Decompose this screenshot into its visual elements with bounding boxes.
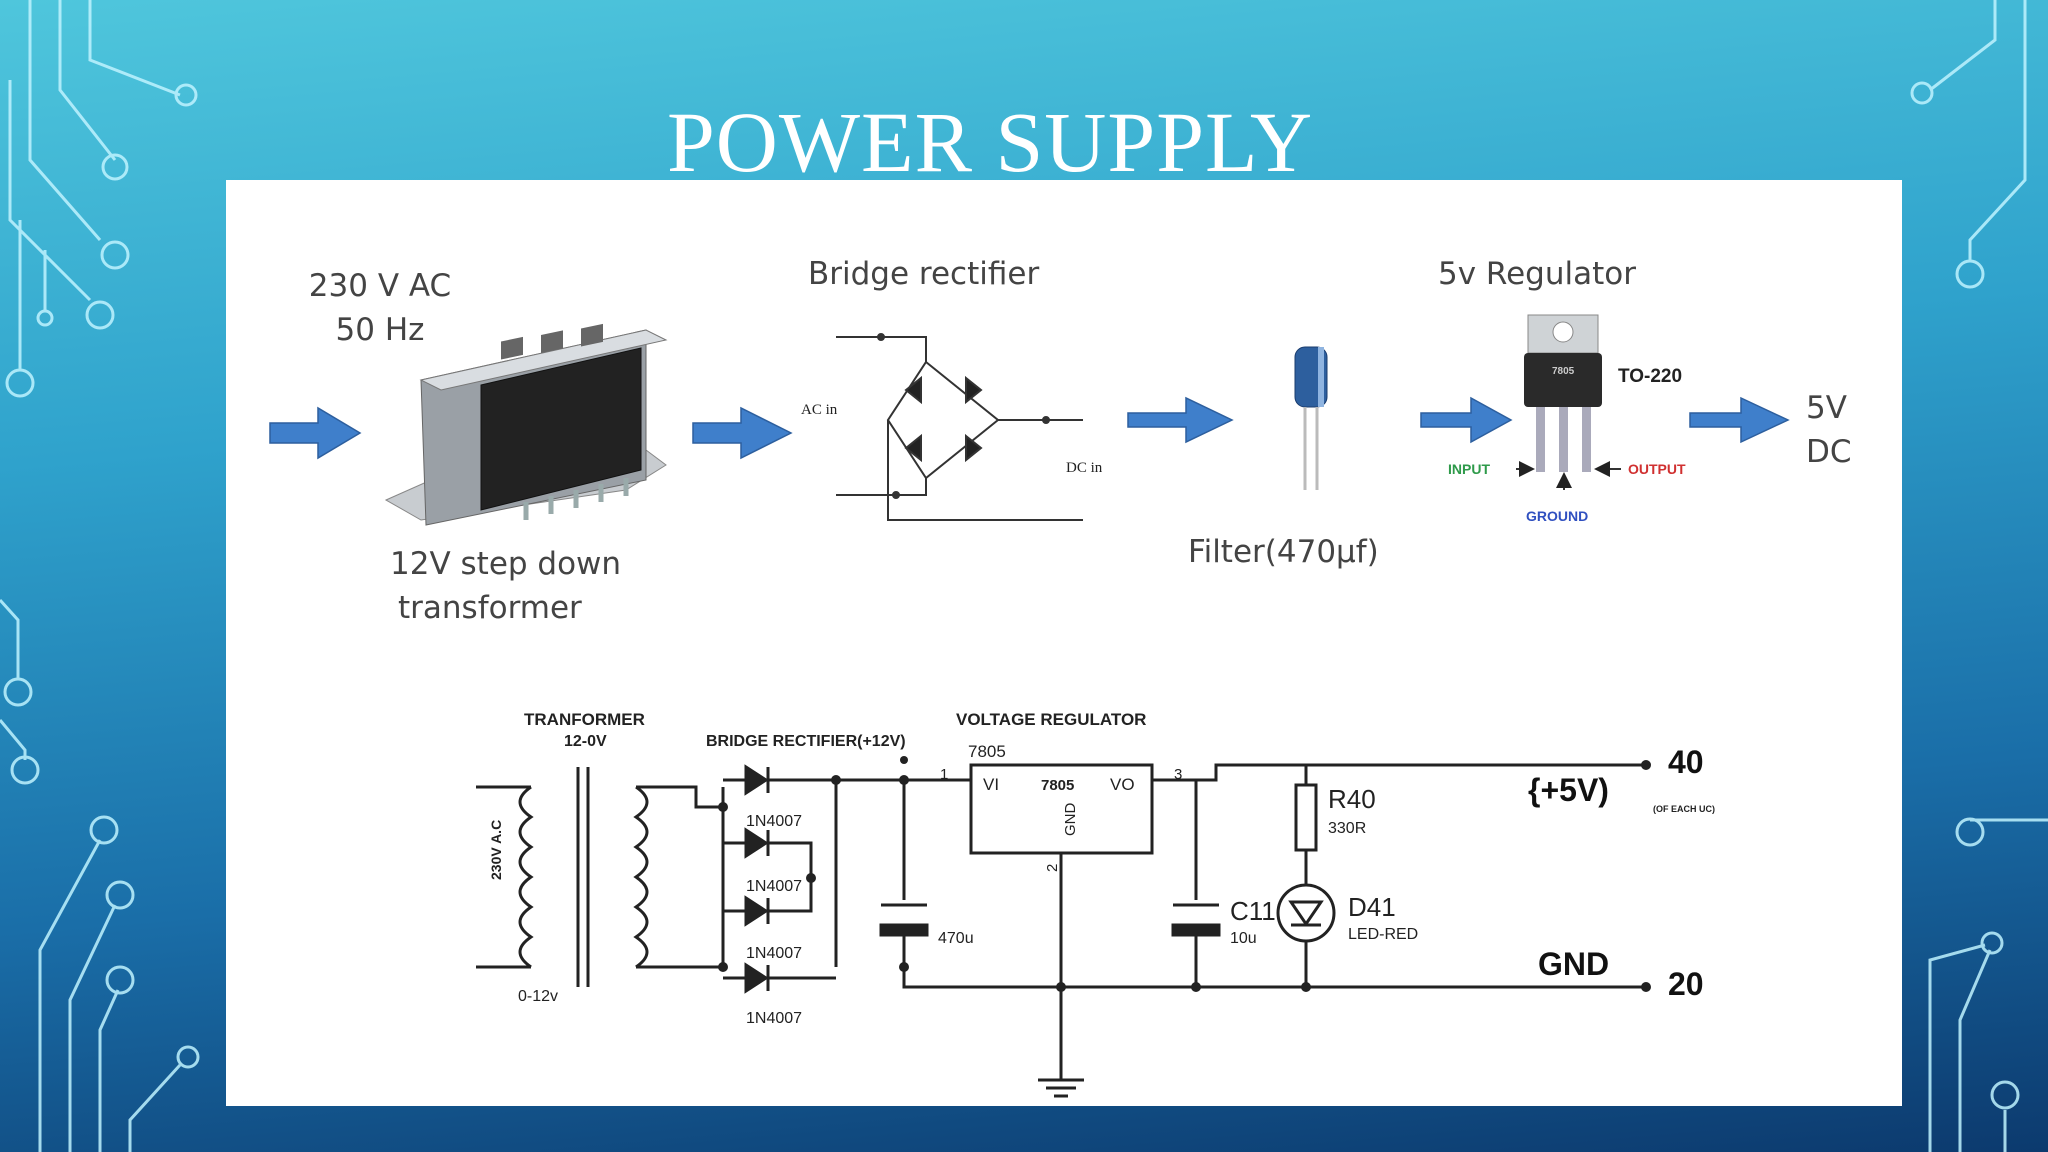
regulator-output-label: OUTPUT <box>1628 461 1686 477</box>
transformer-line1: 12V step down <box>390 546 622 582</box>
schematic-transformer-rating: 12-0V <box>564 733 607 750</box>
flow-arrow-2 <box>692 406 793 460</box>
diode-label-3: 1N4007 <box>746 945 803 962</box>
output-line1: 5V <box>1806 390 1847 426</box>
rectifier-title: Bridge rectifier <box>808 256 1040 292</box>
flow-arrow-4 <box>1420 396 1513 444</box>
output-label: 5V DC <box>1806 386 1852 474</box>
primary-voltage-label: 230V A.C <box>488 819 504 880</box>
gnd-pin-number: 20 <box>1668 966 1704 1002</box>
input-line1: 230 V AC <box>308 268 452 304</box>
vout-label: {+5V) <box>1528 772 1609 808</box>
cap2-name: C11 <box>1230 896 1276 926</box>
schematic-regulator-title: VOLTAGE REGULATOR <box>956 710 1147 729</box>
dc-in-label: DC in <box>1066 460 1103 476</box>
flow-arrow-3 <box>1127 396 1234 444</box>
output-line2: DC <box>1806 434 1852 470</box>
reg-vi-label: VI <box>983 775 1000 794</box>
diode-label-4: 1N4007 <box>746 1010 803 1027</box>
transformer-image <box>384 323 668 526</box>
vout-note: (OF EACH UC) <box>1653 804 1715 814</box>
schematic-rectifier-title: BRIDGE RECTIFIER(+12V) <box>706 733 906 750</box>
resistor-value: 330R <box>1328 820 1367 837</box>
pin2-label: 2 <box>1044 863 1061 872</box>
diagram-graphics <box>269 314 1790 1098</box>
transformer-label: 12V step down transformer <box>390 542 621 630</box>
transformer-line2: transformer <box>398 590 582 626</box>
pin1-label: 1 <box>940 766 949 783</box>
reg-part-inner-label: 7805 <box>1041 777 1075 794</box>
diode-label-1: 1N4007 <box>746 813 803 830</box>
regulator-part-label: 7805 <box>968 742 1006 761</box>
reg-gnd-label: GND <box>1062 802 1079 836</box>
cap2-value: 10u <box>1230 930 1257 947</box>
vout-pin-number: 40 <box>1668 744 1704 780</box>
regulator-chip-label: 7805 <box>1552 366 1575 377</box>
diagram-panel: 230 V AC 50 Hz 12V step down transformer… <box>226 180 1902 1106</box>
slide-title: POWER SUPPLY <box>666 94 1314 190</box>
reg-vo-label: VO <box>1110 775 1135 794</box>
power-supply-schematic <box>476 763 1646 1098</box>
bridge-rectifier-symbol <box>836 333 1083 521</box>
package-label: TO-220 <box>1618 366 1683 387</box>
resistor-name: R40 <box>1328 784 1376 814</box>
diode-label-2: 1N4007 <box>746 878 803 895</box>
flow-arrow-5 <box>1689 396 1790 444</box>
capacitor-image <box>1294 346 1328 490</box>
led-name: D41 <box>1348 892 1396 922</box>
flow-arrow-1 <box>269 406 362 460</box>
regulator-title: 5v Regulator <box>1438 256 1636 292</box>
secondary-voltage-label: 0-12v <box>518 988 559 1005</box>
regulator-image <box>1516 314 1621 490</box>
regulator-ground-label: GROUND <box>1526 508 1589 524</box>
ac-in-label: AC in <box>801 402 838 418</box>
gnd-label: GND <box>1538 946 1610 982</box>
schematic-transformer-title: TRANFORMER <box>524 710 645 729</box>
led-value: LED-RED <box>1348 926 1419 943</box>
input-voltage-label: 230 V AC 50 Hz <box>270 264 490 352</box>
pin3-label: 3 <box>1174 766 1183 783</box>
filter-label: Filter(470µf) <box>1188 534 1379 570</box>
regulator-input-label: INPUT <box>1448 461 1490 477</box>
cap1-value: 470u <box>938 930 974 947</box>
input-line2: 50 Hz <box>335 312 425 348</box>
